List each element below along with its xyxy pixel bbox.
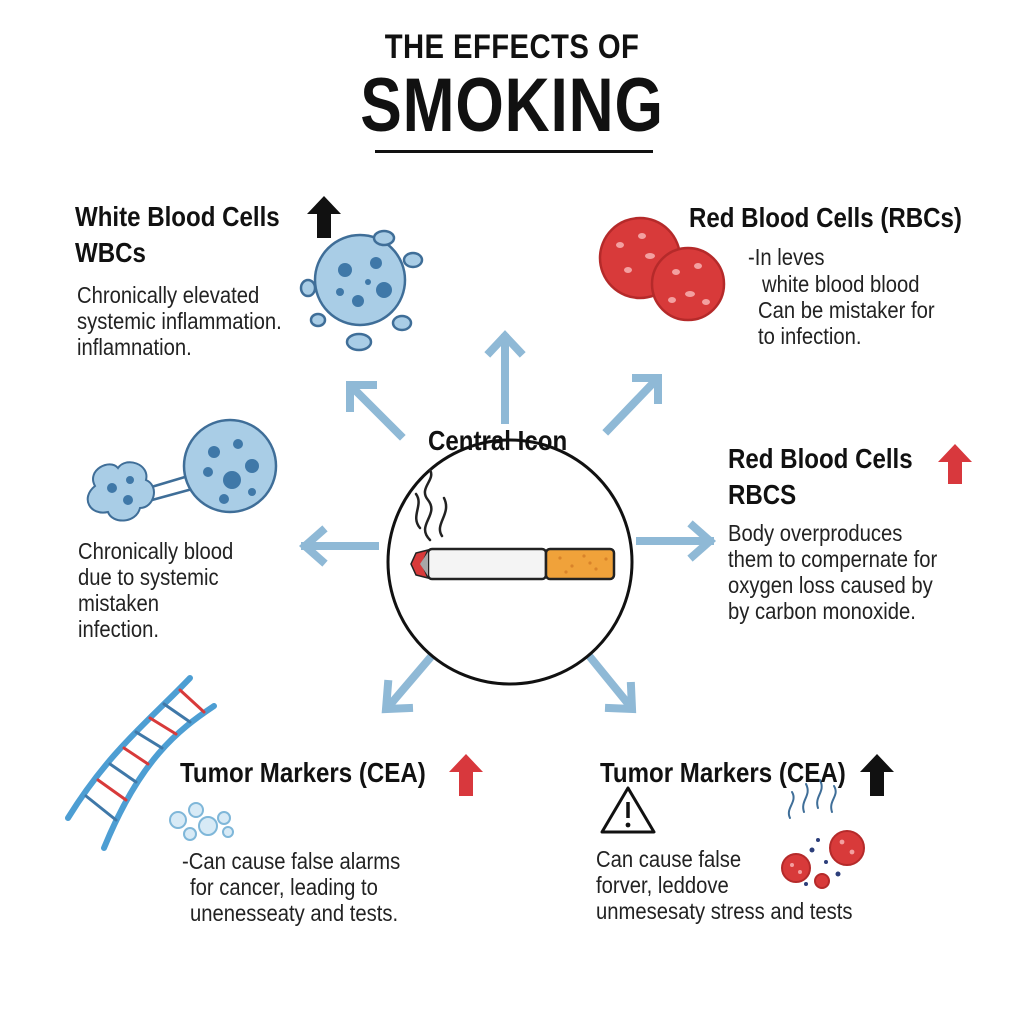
rbc-right-heading-line-2: RBCS — [728, 479, 797, 510]
wbc-heading-line-1: White Blood Cells — [75, 201, 280, 232]
rbc-right-body-line-2: them to compernate for — [728, 546, 938, 572]
wbc-heading-line-2: WBCs — [75, 237, 146, 268]
tumor-right-body-line-1: Can cause false — [596, 846, 742, 872]
rbc-top-heading: Red Blood Cells (RBCs) — [689, 202, 962, 233]
arrow-right — [636, 520, 717, 562]
rbc-right-body-line-4: by carbon monoxide. — [728, 598, 916, 624]
arrow-up — [484, 330, 526, 424]
arrow-up-left — [346, 381, 406, 441]
wbc-left-body-line-2: due to systemic — [78, 564, 219, 590]
white-blood-cell-icon-top — [299, 229, 424, 352]
title-line-2: SMOKING — [360, 63, 664, 148]
radial-arrows — [298, 330, 717, 714]
up-arrow-icon-tumor-left — [449, 754, 483, 796]
rbc-top-body-line-1: -In leves — [748, 244, 825, 270]
warning-icon — [600, 786, 656, 834]
blood-cell-cluster-icon — [781, 779, 865, 889]
tumor-left-body-line-2: for cancer, leading to — [190, 874, 378, 900]
molecule-cluster-icon — [169, 802, 234, 841]
wbc-left-body-line-4: infection. — [78, 616, 160, 642]
rbc-top-body-line-2: white blood blood — [762, 271, 920, 297]
wbc-left-body-line-3: mistaken — [78, 590, 160, 616]
white-blood-cell-icon-left — [86, 418, 278, 522]
dna-icon — [65, 675, 217, 851]
up-arrow-icon-tumor-right — [860, 754, 894, 796]
wbc-body-line-1: Chronically elevated — [77, 282, 260, 308]
cigarette-icon — [410, 547, 616, 581]
tumor-right-heading: Tumor Markers (CEA) — [600, 757, 846, 788]
title-line-1: THE EFFECTS OF — [384, 28, 640, 66]
tumor-right-body-line-3: unmesesaty stress and tests — [596, 898, 853, 924]
arrow-down-right — [580, 646, 637, 714]
tumor-right-body-line-2: forver, leddove — [596, 872, 729, 898]
up-arrow-icon-rbc — [938, 444, 972, 484]
arrow-up-right — [602, 374, 662, 436]
tumor-left-body-line-1: -Can cause false alarms — [182, 848, 401, 874]
smoke-icon — [414, 468, 448, 542]
wbc-left-body-line-1: Chronically blood — [78, 538, 234, 564]
rbc-right-heading-line-1: Red Blood Cells — [728, 443, 913, 474]
rbc-top-body-line-4: to infection. — [758, 323, 862, 349]
rbc-right-body-line-3: oxygen loss caused by — [728, 572, 933, 598]
red-blood-cell-icon-top — [598, 216, 726, 322]
title-underline — [375, 150, 653, 153]
tumor-left-heading: Tumor Markers (CEA) — [180, 757, 426, 788]
tumor-left-body-line-3: unenesseaty and tests. — [190, 900, 399, 926]
arrow-down-left — [381, 646, 441, 714]
center-label: Central Icon — [428, 425, 568, 456]
wbc-body-line-2: systemic inflammation. — [77, 308, 282, 334]
wbc-body-line-3: inflamnation. — [77, 334, 192, 360]
rbc-right-body-line-1: Body overproduces — [728, 520, 903, 546]
up-arrow-icon-wbc — [307, 196, 341, 238]
rbc-top-body-line-3: Can be mistaker for — [758, 297, 935, 323]
arrow-left — [298, 525, 379, 567]
